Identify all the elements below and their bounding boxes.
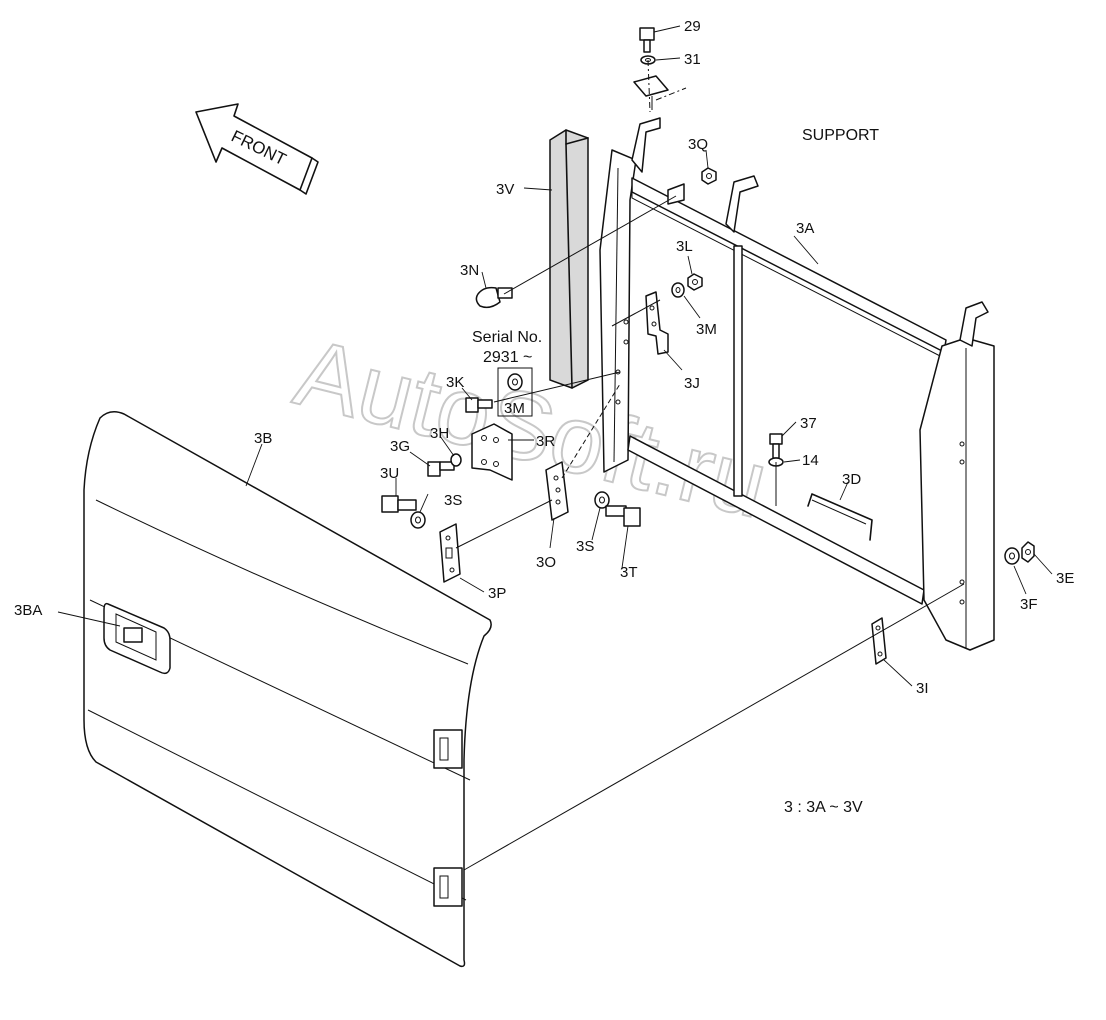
callout-3v: 3V xyxy=(496,181,514,198)
serial-note-line2: 2931 ~ xyxy=(483,349,532,366)
nut-3e xyxy=(1021,541,1035,563)
nut-3q xyxy=(701,167,717,185)
bolt-29 xyxy=(639,27,655,53)
callout-3i: 3I xyxy=(916,680,929,697)
bumper-3n xyxy=(475,286,513,309)
door-latch-3ba xyxy=(103,602,171,675)
bolt-3t xyxy=(605,505,641,527)
callout-3r: 3R xyxy=(536,433,555,450)
callout-3g: 3G xyxy=(390,438,410,455)
callout-37: 37 xyxy=(800,415,817,432)
plate-3i xyxy=(871,617,887,665)
washer-3f xyxy=(1004,547,1020,565)
callout-3p: 3P xyxy=(488,585,506,602)
bolt-3g xyxy=(427,461,455,477)
callout-3e: 3E xyxy=(1056,570,1074,587)
callout-3k: 3K xyxy=(446,374,464,391)
callout-3f: 3F xyxy=(1020,596,1038,613)
plate-3p xyxy=(439,523,461,583)
bolt-3u xyxy=(381,495,417,513)
header-label: SUPPORT xyxy=(802,127,879,144)
serial-note-line1: Serial No. xyxy=(472,329,542,346)
callout-3m-top: 3M xyxy=(696,321,717,338)
callout-3j: 3J xyxy=(684,375,700,392)
callout-14: 14 xyxy=(802,452,819,469)
door-panel-3b xyxy=(83,411,492,968)
callout-3q: 3Q xyxy=(688,136,708,153)
callout-3o: 3O xyxy=(536,554,556,571)
bracket-3j xyxy=(645,291,669,355)
bolt-3k xyxy=(465,397,493,413)
callout-3s-right: 3S xyxy=(576,538,594,555)
callout-3ba: 3BA xyxy=(14,602,42,619)
nut-3l xyxy=(687,273,703,291)
assembly-lines xyxy=(455,59,965,871)
callout-3m-boxed: 3M xyxy=(504,400,525,417)
callout-31: 31 xyxy=(684,51,701,68)
callout-3u: 3U xyxy=(380,465,399,482)
washer-3s-right xyxy=(594,491,610,509)
callout-3d: 3D xyxy=(842,471,861,488)
callout-3n: 3N xyxy=(460,262,479,279)
callout-29: 29 xyxy=(684,18,701,35)
callout-3h: 3H xyxy=(430,425,449,442)
callout-3b: 3B xyxy=(254,430,272,447)
callout-3l: 3L xyxy=(676,238,693,255)
washer-3s-left xyxy=(410,511,426,529)
handle-3d xyxy=(807,493,873,541)
washer-3h xyxy=(450,453,462,467)
seal-strip-3v xyxy=(549,129,589,389)
leader-lines xyxy=(57,25,1053,687)
callout-labels: SUPPORT Serial No. 2931 ~ 3 : 3A ~ 3V 29… xyxy=(14,18,1074,816)
bracket-3r xyxy=(471,423,513,481)
callout-3a: 3A xyxy=(796,220,814,237)
callout-3s-left: 3S xyxy=(444,492,462,509)
plate-near-31 xyxy=(633,75,669,110)
front-arrow-icon: FRONT xyxy=(195,103,319,195)
boxed-washer-3m xyxy=(497,367,533,417)
support-frame-3a xyxy=(599,117,995,651)
washer-3m xyxy=(671,282,685,298)
callout-3t: 3T xyxy=(620,564,638,581)
range-note: 3 : 3A ~ 3V xyxy=(784,799,863,816)
